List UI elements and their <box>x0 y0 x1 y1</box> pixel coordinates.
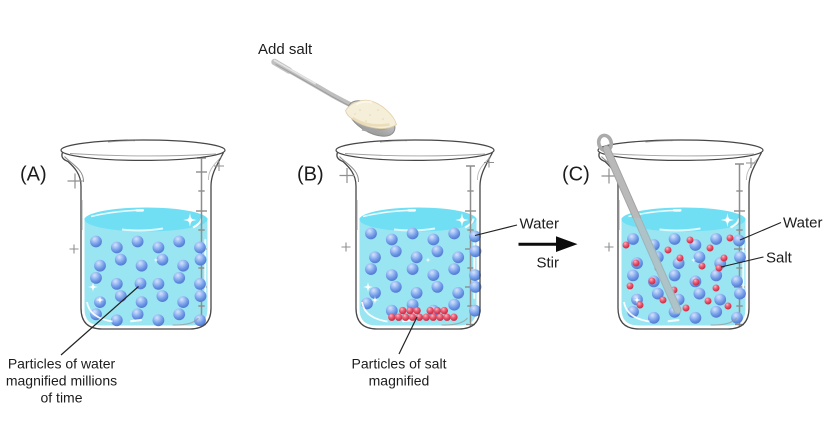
svg-text:Stir: Stir <box>537 255 560 272</box>
svg-text:Particles of water: Particles of water <box>8 356 116 372</box>
svg-text:Salt: Salt <box>766 250 793 267</box>
svg-text:(C): (C) <box>562 164 590 186</box>
svg-text:Particles of salt: Particles of salt <box>352 356 447 372</box>
svg-text:of time: of time <box>40 390 82 406</box>
svg-text:(B): (B) <box>297 164 324 186</box>
svg-text:(A): (A) <box>20 164 47 186</box>
svg-text:Add salt: Add salt <box>258 41 313 58</box>
svg-text:Water: Water <box>520 216 559 233</box>
svg-text:magnified: magnified <box>369 373 430 389</box>
svg-text:Water: Water <box>783 215 822 232</box>
svg-text:magnified millions: magnified millions <box>6 373 117 389</box>
